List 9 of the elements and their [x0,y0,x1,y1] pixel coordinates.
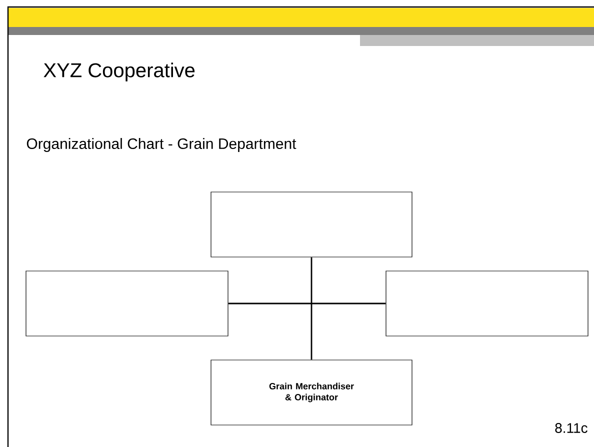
org-box [386,270,588,336]
connector-line [310,257,312,360]
slide-number: 8.11c [555,423,588,433]
subtitle: Organizational Chart - Grain Department [26,138,296,152]
slide-title: XYZ Cooperative [44,62,195,82]
org-box [210,192,412,258]
org-box: Grain Merchandiser & Originator [210,360,412,426]
org-box [26,270,228,336]
connector-line [228,302,386,304]
